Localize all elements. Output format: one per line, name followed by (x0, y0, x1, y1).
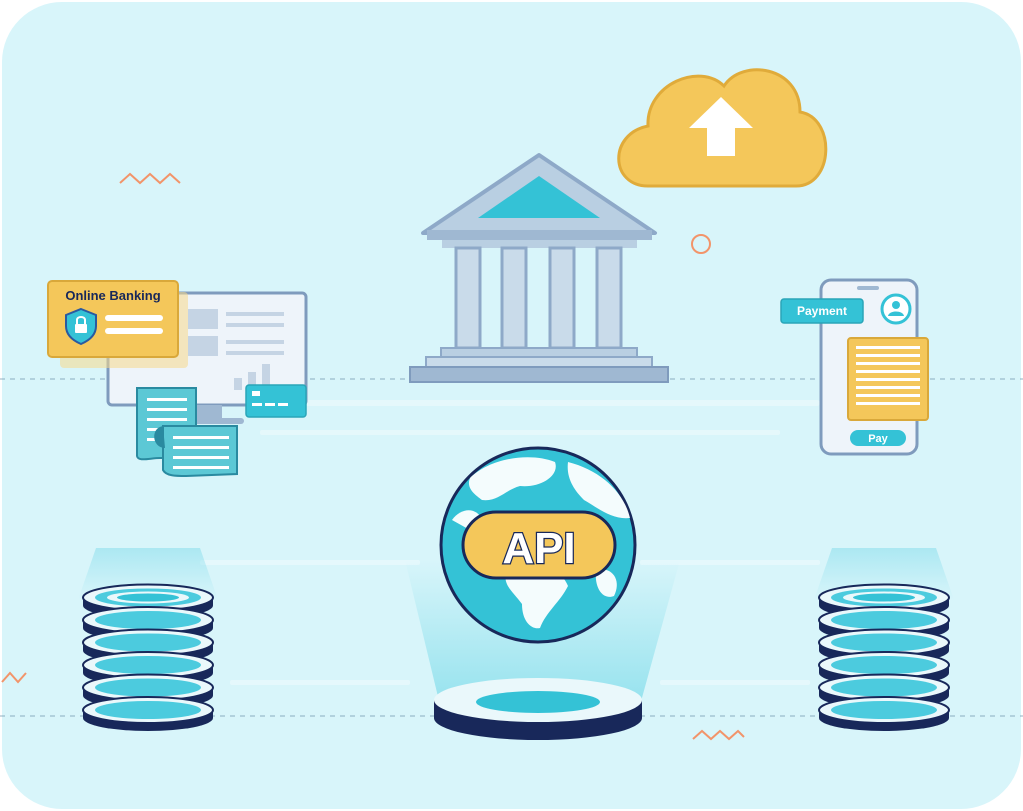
zigzag-decor-left (1, 671, 27, 684)
bank-building-icon (409, 153, 669, 383)
database-disc (82, 696, 214, 731)
background-haze (200, 400, 820, 685)
zigzag-decor-bottom (692, 729, 745, 741)
database-disc (818, 696, 950, 731)
circle-decor (691, 234, 711, 254)
invoice-lines (856, 346, 920, 405)
payment-label: Payment (797, 304, 847, 318)
shield-lock-icon (65, 307, 97, 346)
api-globe-hologram: API (405, 446, 680, 740)
pay-button (850, 430, 906, 446)
online-banking-label: Online Banking (65, 288, 160, 303)
cloud-upload-icon (617, 68, 828, 188)
database-icon (814, 548, 954, 731)
credit-card-icon (245, 384, 307, 418)
user-avatar-icon (880, 293, 912, 325)
hologram-pedestal (434, 678, 642, 740)
api-badge (461, 510, 617, 580)
online-banking-monitor: Online Banking (47, 280, 308, 478)
database-icon (78, 548, 218, 731)
database-disc (82, 606, 214, 641)
zigzag-decor-top (119, 172, 181, 185)
mobile-payment: Payment Pay (780, 278, 929, 456)
pay-label: Pay (868, 433, 888, 445)
payment-tag (780, 298, 864, 324)
api-label: API (502, 524, 575, 573)
receipt-icon (136, 387, 238, 478)
